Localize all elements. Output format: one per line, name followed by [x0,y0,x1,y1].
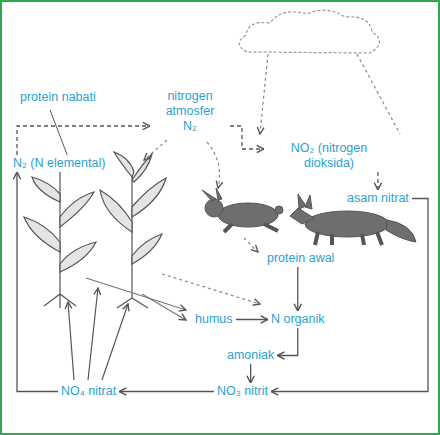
cycle-label: N₂ (N elemental) [10,155,108,172]
uptake-arrow [102,304,128,380]
label-text: nitrogen atmosfer [153,89,227,119]
plant [100,152,166,308]
rabbit [202,188,283,232]
cycle-arrow [236,319,268,320]
leader-line [50,110,68,157]
label-text: asam nitrat [347,191,409,206]
cycle-label: NO₂ (nitrogen dioksida) [264,140,394,172]
cycle-label: amoniak [224,347,277,364]
cycle-label: nitrogen atmosferN₂ [150,88,230,135]
root-line [142,294,186,320]
uptake-line [144,140,167,160]
cycle-arrow [17,126,150,155]
label-text: NO₂ (nitrogen dioksida) [267,141,391,171]
rain-line [260,54,268,134]
cycle-arrow [271,199,428,392]
label-text: N₂ [153,119,227,134]
label-text: humus [195,312,233,327]
label-text: N organik [271,312,325,327]
plant [24,158,96,308]
cycle-label: NO₃ nitrit [214,383,271,400]
cycle-label: protein awal [264,250,337,267]
root-line [86,278,186,310]
cycle-arrow [250,364,251,383]
label-text: NO₄ nitrat [61,384,116,399]
cycle-arrow [17,172,58,392]
label-text: protein awal [267,251,334,266]
cycle-label: asam nitrat [344,190,412,207]
label-text: NO₃ nitrit [217,384,268,399]
cycle-label: humus [192,311,236,328]
label-text: amoniak [227,348,274,363]
rain-line [357,54,400,134]
decay-line [244,238,258,252]
cycle-arrow [297,267,298,311]
label-text: N₂ (N elemental) [13,156,105,171]
decay-line [162,274,260,304]
cycle-arrow [377,172,378,190]
callout-label: protein nabati [18,90,98,105]
cycle-arrow [119,391,214,392]
cycle-label: N organik [268,311,328,328]
cycle-label: NO₄ nitrat [58,383,119,400]
cloud [239,10,379,53]
cycle-arrow [230,126,264,149]
uptake-arrow [88,288,98,380]
cycle-arrow [277,328,298,356]
uptake-line [207,142,220,188]
uptake-arrow [68,302,74,380]
